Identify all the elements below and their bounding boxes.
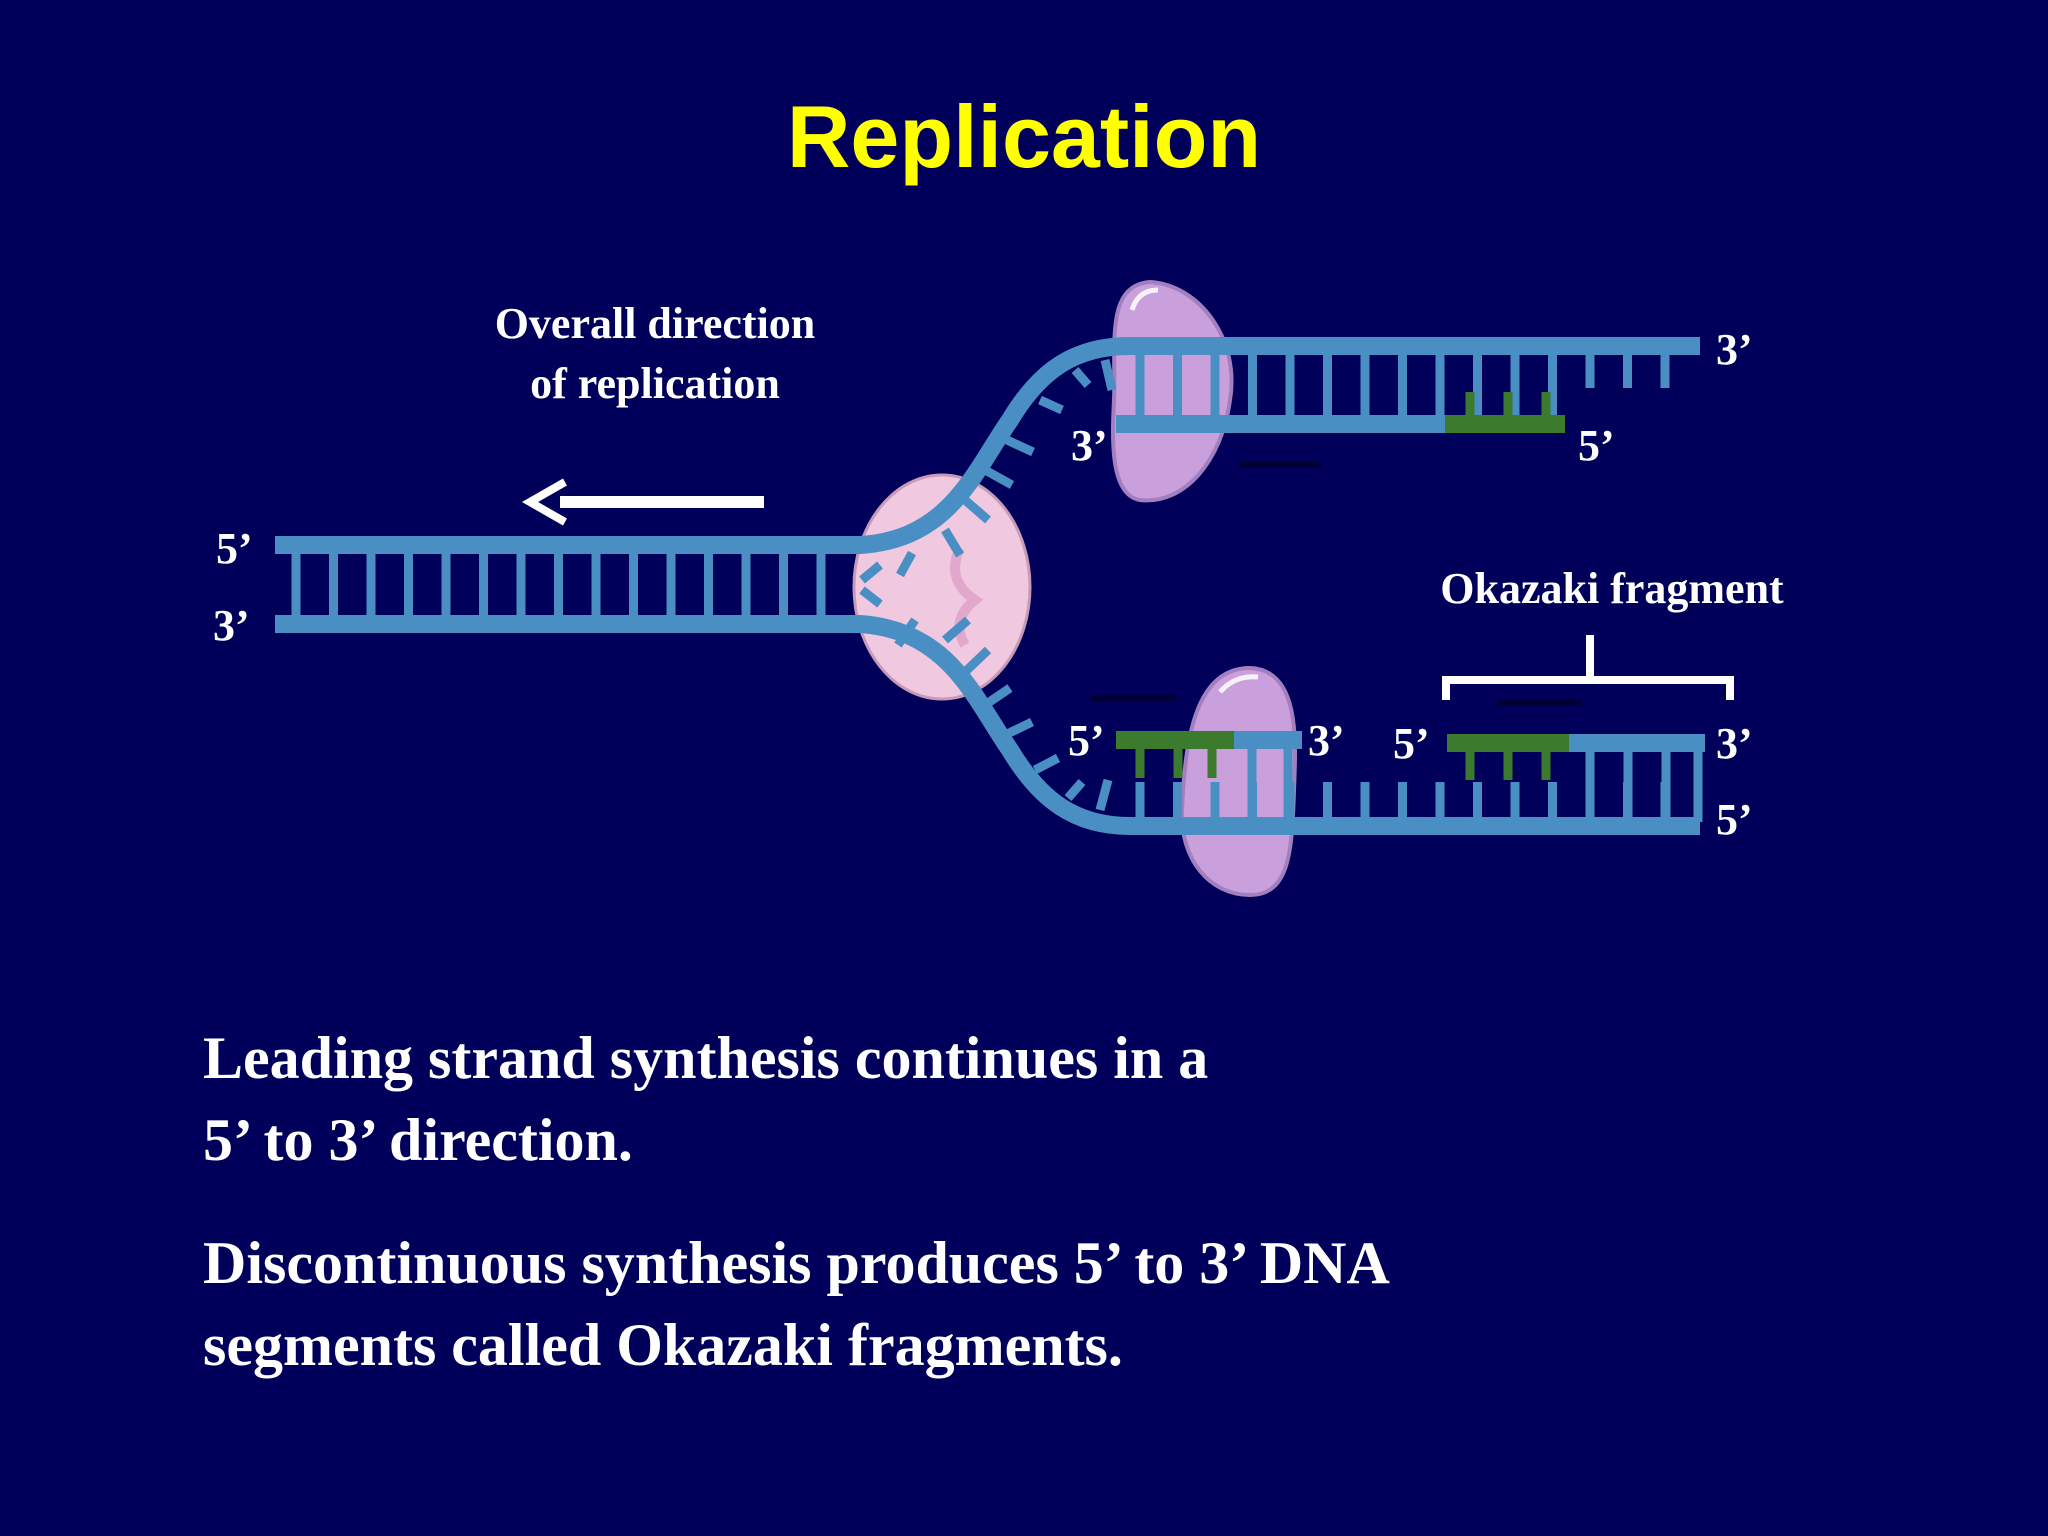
- upper-leading-strand: [1116, 392, 1565, 468]
- end-label-upper-new-start: 3’: [1071, 421, 1108, 470]
- end-label-lower-template: 5’: [1716, 795, 1753, 844]
- paragraph-1-line-2: 5’ to 3’ direction.: [203, 1107, 633, 1173]
- okazaki-label: Okazaki fragment: [1440, 564, 1784, 613]
- paragraph-leading-strand: Leading strand synthesis continues in a …: [203, 1017, 1208, 1181]
- direction-arrow-icon: [521, 478, 764, 526]
- end-label-upper-new-end: 5’: [1578, 421, 1615, 470]
- end-label-lower-new-end: 3’: [1308, 716, 1345, 765]
- base-pairs: [291, 550, 826, 620]
- end-label-parent-bottom: 3’: [213, 601, 250, 650]
- paragraph-2-line-1: Discontinuous synthesis produces 5’ to 3…: [203, 1230, 1390, 1296]
- polymerase-lower: [1179, 665, 1298, 898]
- end-label-okazaki-end: 3’: [1716, 719, 1753, 768]
- slide-title: Replication: [786, 87, 1262, 186]
- direction-label-line-2: of replication: [530, 359, 780, 408]
- upper-template-strand: [859, 337, 1700, 584]
- end-label-upper-template: 3’: [1716, 325, 1753, 374]
- end-label-lower-new-start: 5’: [1068, 716, 1105, 765]
- okazaki-fragment: [1447, 699, 1705, 822]
- parent-dna-duplex: [275, 536, 862, 633]
- end-label-okazaki-start: 5’: [1393, 719, 1430, 768]
- end-label-parent-top: 5’: [216, 524, 253, 573]
- paragraph-2-line-2: segments called Okazaki fragments.: [203, 1312, 1123, 1378]
- paragraph-1-line-1: Leading strand synthesis continues in a: [203, 1025, 1209, 1091]
- direction-label-line-1: Overall direction: [495, 299, 816, 348]
- okazaki-bracket: [1442, 635, 1734, 700]
- lagging-strand-fragment-1: [1092, 695, 1302, 822]
- paragraph-discontinuous: Discontinuous synthesis produces 5’ to 3…: [203, 1222, 1390, 1386]
